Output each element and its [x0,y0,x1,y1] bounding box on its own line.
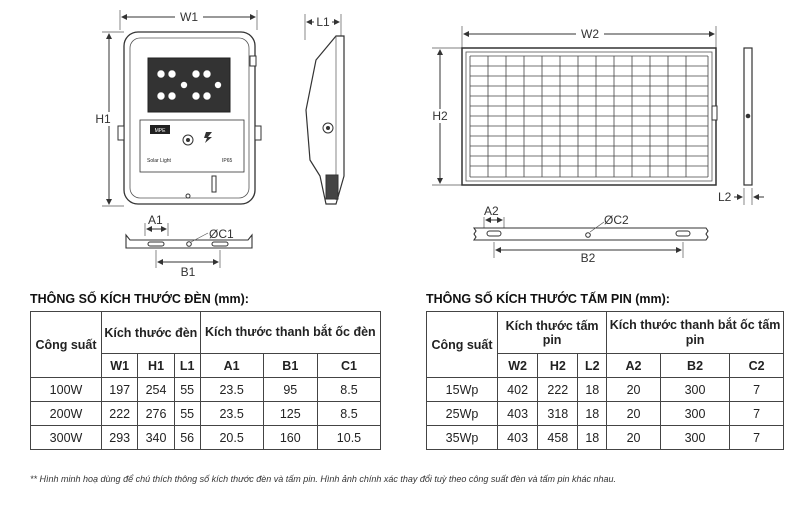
col-header: H1 [137,353,175,378]
col-header: L2 [577,353,608,378]
a2-label: A2 [484,204,499,218]
table-cell: 18 [577,401,608,426]
col-header: A1 [199,353,264,378]
table-cell: 300 [659,401,731,426]
lamp-bracket: A1 ØC1 B1 [125,213,253,279]
table-row: 300W 293 340 56 20.5 160 10.5 [30,425,382,450]
brand-logo: MPE [155,128,167,134]
col-header: C1 [316,353,382,378]
lamp-front-view: W1 H1 MPE Solar Light IP65 [92,10,262,207]
table-cell: 35Wp [426,425,498,450]
table-cell: 56 [173,425,201,450]
table-cell: 18 [577,377,608,402]
table-cell: 8.5 [316,377,382,402]
table-cell: 20 [606,377,661,402]
table-cell: 15Wp [426,377,498,402]
table-cell: 7 [729,425,784,450]
l2-label: L2 [718,190,732,204]
table-cell: 402 [496,377,539,402]
solar-panel-side-view: L2 [718,47,764,205]
col-header: A2 [606,353,661,378]
table-cell: 276 [137,401,175,426]
table-cell: 8.5 [316,401,382,426]
table-cell: 340 [137,425,175,450]
col-header: B1 [262,353,318,378]
col-header: H2 [537,353,579,378]
panel-bracket-header: Kích thước thanh bắt ốc tấm pin [606,311,784,354]
solar-panel-bracket: A2 ØC2 B2 [472,204,709,265]
table-cell: 160 [262,425,318,450]
l1-label: L1 [316,15,330,29]
table-row: 15Wp 402 222 18 20 300 7 [426,377,784,402]
table-cell: 20 [606,425,661,450]
b1-label: B1 [181,265,196,279]
table-cell: 403 [496,425,539,450]
table-cell: 200W [30,401,102,426]
h1-label: H1 [95,112,111,126]
col-header: W1 [100,353,139,378]
panel-table-title: THÔNG SỐ KÍCH THƯỚC TẤM PIN (mm): [426,292,670,306]
table-cell: 23.5 [199,377,264,402]
ip-rating: IP65 [222,158,233,164]
table-row: 25Wp 403 318 18 20 300 7 [426,401,784,426]
col-header: L1 [173,353,201,378]
lamp-dimension-table: Công suất Kích thước đèn Kích thước than… [30,311,382,450]
panel-dimension-table: Công suất Kích thước tấm pin Kích thước … [426,311,784,450]
table-cell: 55 [173,401,201,426]
table-cell: 7 [729,377,784,402]
table-row: 100W 197 254 55 23.5 95 8.5 [30,377,382,402]
b2-label: B2 [581,251,596,265]
table-cell: 222 [100,401,139,426]
table-row: 35Wp 403 458 18 20 300 7 [426,425,784,450]
footnote: ** Hình minh hoạ dùng để chú thích thông… [30,474,617,484]
table-cell: 125 [262,401,318,426]
lamp-bracket-header: Kích thước thanh bắt ốc đèn [199,311,382,354]
power-header: Công suất [30,311,102,378]
c2-label: ØC2 [604,213,629,227]
table-cell: 254 [137,377,175,402]
table-cell: 95 [262,377,318,402]
w1-label: W1 [180,10,198,24]
table-cell: 55 [173,377,201,402]
panel-size-header: Kích thước tấm pin [496,311,608,354]
table-cell: 318 [537,401,579,426]
table-cell: 403 [496,401,539,426]
table-cell: 197 [100,377,139,402]
solar-panel-front-view: W2 H2 [428,26,718,186]
table-cell: 10.5 [316,425,382,450]
table-cell: 23.5 [199,401,264,426]
product-label: Solar Light [147,158,172,164]
table-cell: 300 [659,377,731,402]
table-cell: 300 [659,425,731,450]
table-cell: 293 [100,425,139,450]
table-cell: 18 [577,425,608,450]
w2-label: W2 [581,27,599,41]
col-header: W2 [496,353,539,378]
col-header: C2 [729,353,784,378]
lamp-table-title: THÔNG SỐ KÍCH THƯỚC ĐÈN (mm): [30,292,249,306]
table-row: 200W 222 276 55 23.5 125 8.5 [30,401,382,426]
table-cell: 222 [537,377,579,402]
table-cell: 100W [30,377,102,402]
table-cell: 20 [606,401,661,426]
h2-label: H2 [432,109,448,123]
lamp-side-view: L1 [304,14,345,205]
lamp-size-header: Kích thước đèn [101,311,201,354]
table-cell: 458 [537,425,579,450]
table-cell: 300W [30,425,102,450]
table-cell: 25Wp [426,401,498,426]
col-header: B2 [659,353,731,378]
table-cell: 7 [729,401,784,426]
a1-label: A1 [148,213,163,227]
c1-label: ØC1 [209,227,234,241]
power-header: Công suất [426,311,498,378]
table-cell: 20.5 [199,425,264,450]
